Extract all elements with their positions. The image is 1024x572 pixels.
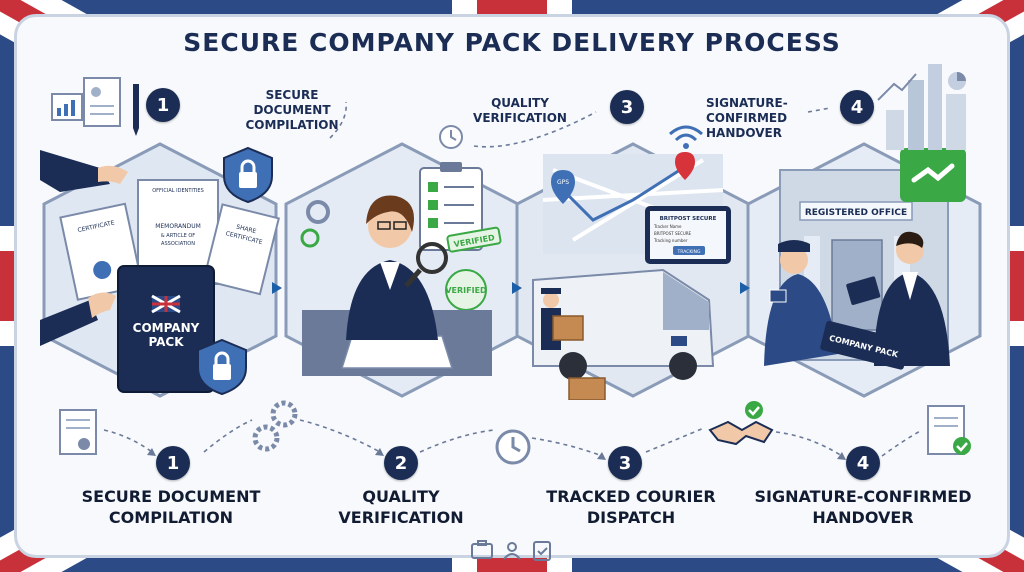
handshake-icon [708, 401, 774, 446]
tablet-field-3: Tracking number [653, 238, 688, 243]
top-label-step-1: SECURE DOCUMENT COMPILATION [242, 88, 342, 133]
bottom-label-step-2: QUALITY VERIFICATION [286, 486, 516, 528]
bottom-label-step-3: TRACKED COURIER DISPATCH [516, 486, 746, 528]
bottom-label-step-2-line-2: VERIFICATION [338, 508, 464, 527]
top-label-step-4-line-2: CONFIRMED [706, 111, 788, 125]
bottom-label-step-4-line-2: HANDOVER [812, 508, 914, 527]
document-icon [83, 77, 121, 127]
memorandum-text-2: & ARTICLE OF [161, 233, 196, 239]
memorandum-text-1: MEMORANDUM [155, 223, 201, 230]
top-label-step-1-line-2: DOCUMENT [253, 103, 331, 117]
step-number-bottom-1: 1 [156, 446, 190, 480]
top-label-step-1-line-3: COMPILATION [245, 118, 339, 132]
pie-chart-icon [948, 72, 966, 90]
clipboard-icon [533, 541, 551, 561]
panel3-illustration: GPS BRITPOST SECURE Tracker Name BRITPOS… [532, 152, 731, 400]
city-skyline-icon [877, 64, 966, 150]
top-label-step-2: QUALITY VERIFICATION [470, 96, 570, 126]
page-title: SECURE COMPANY PACK DELIVERY PROCESS [183, 28, 841, 57]
step-number-bottom-2: 2 [384, 446, 418, 480]
tablet-field-2: BRITPOST SECURE [654, 231, 692, 236]
panel4-illustration: REGISTERED OFFICE COMPANY PACK [764, 148, 966, 370]
certificate-icon [59, 409, 97, 455]
step-number-bottom-3: 3 [608, 446, 642, 480]
pen-icon [133, 84, 139, 136]
top-label-step-1-line-1: SECURE [265, 88, 319, 102]
signed-document-icon [927, 405, 971, 455]
top-label-step-4: SIGNATURE- CONFIRMED HANDOVER [706, 96, 806, 141]
step-number-top-4: 4 [840, 90, 874, 124]
shield-lock-icon-2 [197, 338, 247, 396]
official-identities-text: OFFICIAL IDENTITIES [152, 188, 204, 194]
shield-lock-icon [223, 146, 273, 204]
top-label-step-4-line-3: HANDOVER [706, 126, 782, 140]
bottom-label-step-1: SECURE DOCUMENT COMPILATION [56, 486, 286, 528]
chart-icon [51, 93, 83, 121]
share-text-1: SHARE [235, 224, 257, 236]
wifi-icon [669, 125, 703, 149]
registered-office-sign: REGISTERED OFFICE [805, 208, 907, 218]
panel2-illustration: VERIFIED VERIFIED [300, 162, 502, 376]
bottom-label-step-1-line-2: COMPILATION [108, 508, 234, 527]
clock-icon [439, 125, 463, 149]
panel1-illustration: CERTIFICATE OFFICIAL IDENTITIES MEMORAND… [40, 150, 280, 393]
briefcase-icon [471, 543, 493, 559]
step-number-top-1: 1 [146, 88, 180, 122]
footer-icons [471, 540, 551, 561]
tablet-field-1: Tracker Name [653, 224, 682, 229]
top-label-step-2-line-2: VERIFICATION [473, 111, 567, 125]
company-pack-text-1: COMPANY [133, 321, 200, 335]
bottom-label-step-4: SIGNATURE-CONFIRMED HANDOVER [748, 486, 978, 528]
memorandum-text-3: ASSOCIATION [161, 241, 195, 247]
gps-pin-text: GPS [557, 179, 569, 186]
bottom-label-step-3-line-2: DISPATCH [586, 508, 676, 527]
bottom-label-step-1-line-1: SECURE DOCUMENT [81, 487, 261, 506]
tablet-button: TRACKING [677, 249, 701, 255]
step-number-bottom-4: 4 [846, 446, 880, 480]
top-label-step-2-line-1: QUALITY [491, 96, 549, 110]
person-icon [507, 542, 517, 552]
bottom-label-step-2-line-1: QUALITY [362, 487, 440, 506]
gears-icon [252, 400, 298, 452]
top-label-step-4-line-1: SIGNATURE- [706, 96, 788, 110]
bottom-label-step-4-line-1: SIGNATURE-CONFIRMED [754, 487, 972, 506]
clock-icon-2 [495, 429, 531, 465]
bottom-label-step-3-line-1: TRACKED COURIER [546, 487, 716, 506]
step-number-top-3: 3 [610, 90, 644, 124]
company-pack-text-2: PACK [148, 335, 184, 349]
verified-stamp-2: VERIFIED [445, 286, 487, 295]
tablet-title: BRITPOST SECURE [660, 216, 717, 222]
